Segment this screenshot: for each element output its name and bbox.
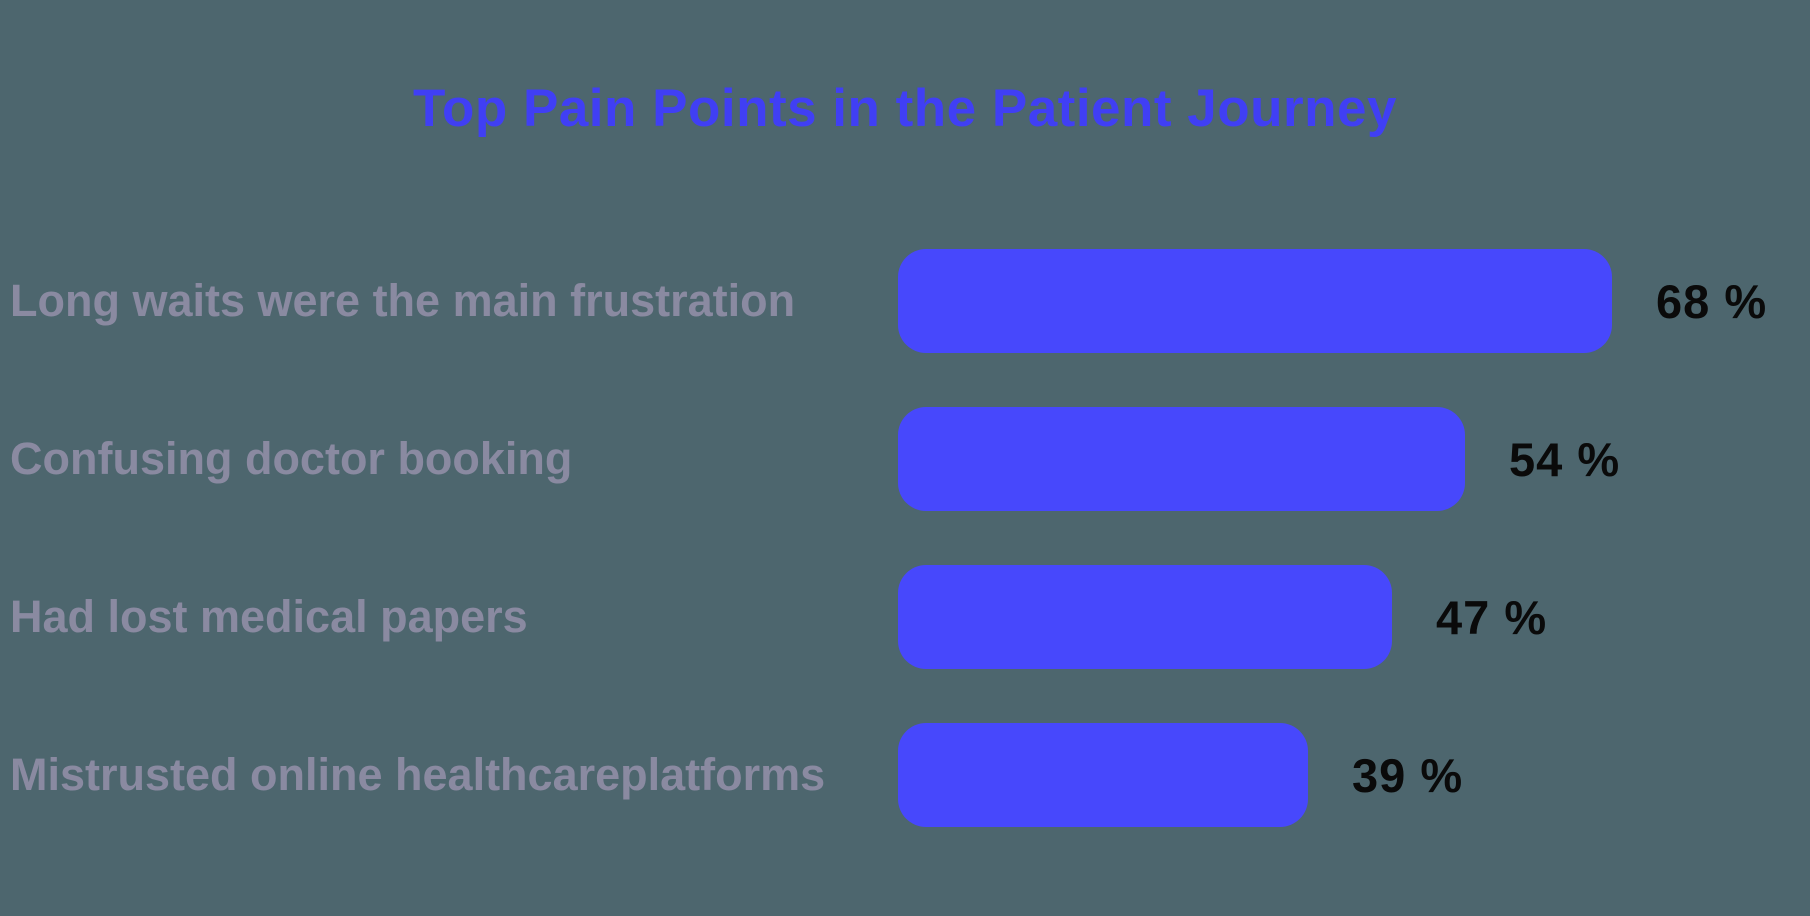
chart-row: Mistrusted online healthcareplatforms 39… [0, 723, 1810, 827]
chart-row: Long waits were the main frustration 68 … [0, 249, 1810, 353]
bar [898, 407, 1465, 511]
bar-value: 39 % [1352, 748, 1464, 802]
bar-value: 54 % [1509, 432, 1621, 486]
bar-label: Mistrusted online healthcareplatforms [10, 749, 826, 800]
chart-title: Top Pain Points in the Patient Journey [413, 79, 1397, 138]
bar-value: 47 % [1436, 590, 1548, 644]
chart-row: Had lost medical papers 47 % [0, 565, 1810, 669]
bar-label: Long waits were the main frustration [10, 275, 796, 326]
bar [898, 565, 1392, 669]
bar-rows: Long waits were the main frustration 68 … [0, 249, 1810, 881]
bar-label: Had lost medical papers [10, 591, 528, 642]
chart-row: Confusing doctor booking 54 % [0, 407, 1810, 511]
bar-value: 68 % [1656, 274, 1768, 328]
bar [898, 723, 1308, 827]
bar [898, 249, 1612, 353]
bar-label: Confusing doctor booking [10, 433, 573, 484]
